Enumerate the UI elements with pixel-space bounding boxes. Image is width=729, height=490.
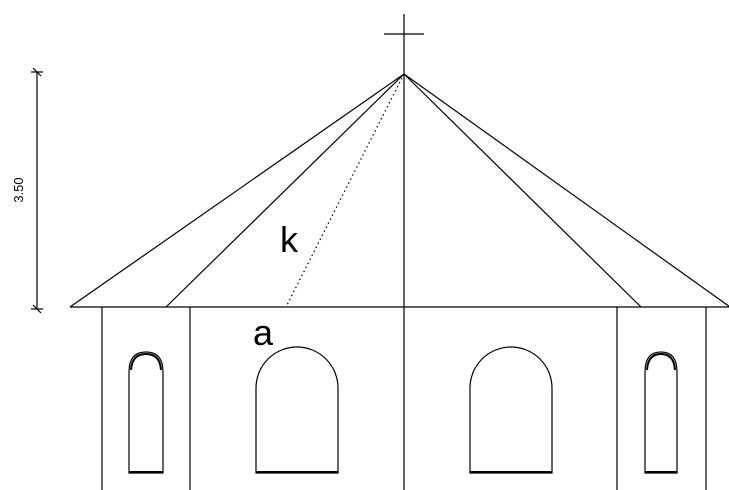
cross-icon [384,14,424,74]
roof-ridge-inner-right [403,73,642,308]
window-narrow-left [128,351,164,474]
slant-height-label: k [280,219,299,260]
window-narrow-right [644,351,678,474]
roof [69,73,729,308]
window-wide-right [469,346,553,474]
dimension-label: 3.50 [11,177,26,202]
height-dimension: 3.50 [11,67,43,314]
windows [128,346,678,474]
base-side-label: a [253,312,274,353]
roof-ridge-inner-left [165,73,405,308]
walls [101,307,707,490]
window-wide-left [255,346,339,474]
roof-edge-left [69,73,405,308]
slant-height-dotted-line [285,73,405,308]
roof-edge-right [403,73,729,308]
